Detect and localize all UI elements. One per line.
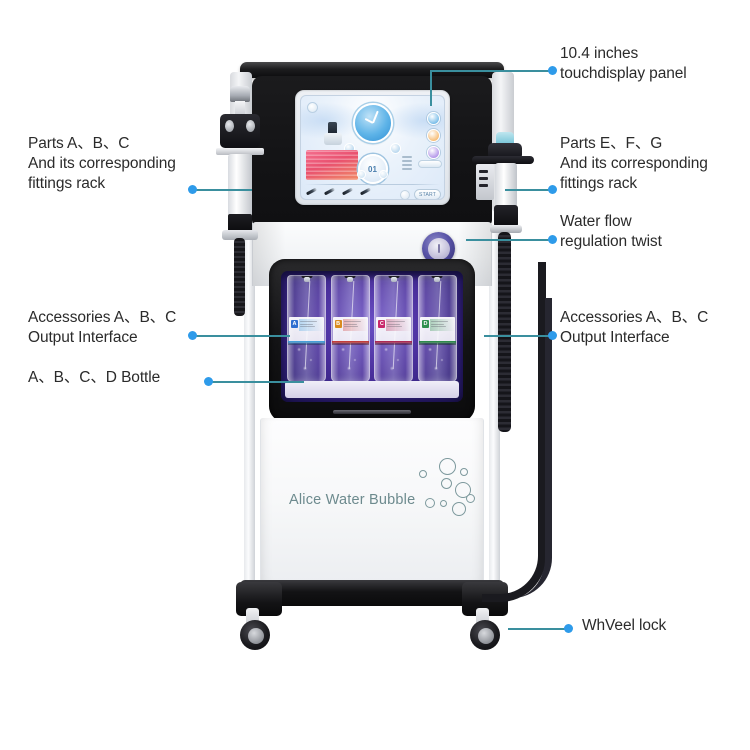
- compartment-handle[interactable]: [333, 410, 411, 414]
- leader-bottle-abcd: [212, 381, 304, 383]
- bottle-ring: [331, 340, 369, 345]
- base-foot-left: [236, 582, 282, 616]
- bottle-letter: D: [421, 319, 429, 328]
- bottle[interactable]: B: [330, 275, 370, 382]
- callout-touchdisplay-panel: 10.4 inches touchdisplay panel: [560, 45, 687, 82]
- bottle-label: A: [289, 316, 324, 343]
- compartment-top-shadow: [281, 271, 463, 281]
- left-fittings-rack: [244, 88, 255, 588]
- bottle-label: C: [376, 316, 412, 343]
- machine-base: [240, 580, 504, 606]
- knob-inner-dial[interactable]: [427, 237, 450, 260]
- tool-2-icon[interactable]: [323, 188, 336, 199]
- level-gauge-value: 01: [368, 164, 377, 174]
- bottle-label: D: [419, 316, 455, 343]
- dial-knob-right-icon[interactable]: [390, 143, 401, 154]
- power-toggle-icon[interactable]: [400, 190, 410, 199]
- bottle-compartment: A B: [269, 259, 475, 422]
- leader-accessories-left: [196, 335, 290, 337]
- machine-illustration: 01: [216, 62, 552, 650]
- callout-water-flow-twist: Water flow regulation twist: [560, 213, 662, 250]
- bottle-label-text: [343, 320, 365, 329]
- callout-accessories-output-left: Accessories A、B、C Output Interface: [28, 309, 177, 346]
- bubble-logo-icon: [419, 458, 477, 520]
- handpiece-left-group[interactable]: [214, 86, 270, 316]
- bottle-ring: [418, 340, 456, 345]
- bottle-compartment-interior: A B: [281, 271, 463, 402]
- bottle-label-text: [430, 320, 452, 329]
- gauge-increase-button[interactable]: [379, 170, 388, 179]
- bottle-ring: [288, 340, 325, 345]
- callout-parts-abc-rack: Parts A、B、C And its corresponding fittin…: [28, 135, 176, 192]
- tool-4-icon[interactable]: [359, 188, 372, 199]
- dot-bottle-abcd: [204, 377, 213, 386]
- mode-orange-icon[interactable]: [427, 129, 440, 142]
- right-cable-secondary: [496, 298, 552, 598]
- bottle-label-tint: [429, 318, 455, 331]
- bottle-letter: B: [334, 319, 342, 328]
- bottle-ring: [375, 340, 413, 345]
- callout-parts-efg-rack: Parts E、F、G And its corresponding fittin…: [560, 135, 708, 192]
- leader-parts-efg: [505, 189, 553, 191]
- leader-touchdisplay-h: [430, 70, 552, 72]
- bottle[interactable]: A: [287, 275, 326, 382]
- tool-1-icon[interactable]: [305, 188, 318, 199]
- bottle-label-text: [300, 320, 321, 329]
- bottle-label-text: [387, 320, 408, 329]
- bottle-label-tint: [386, 318, 412, 331]
- dot-parts-efg: [548, 185, 557, 194]
- top-cap: [240, 62, 504, 78]
- mode-icon-group[interactable]: [427, 112, 440, 163]
- bottle-label-tint: [342, 318, 368, 331]
- callout-accessories-output-right: Accessories A、B、C Output Interface: [560, 309, 709, 346]
- tool-3-icon[interactable]: [341, 188, 354, 199]
- screen-divider: [305, 184, 440, 185]
- gauge-decrease-button[interactable]: [357, 170, 366, 179]
- device-thumbnail: [323, 122, 343, 148]
- mode-violet-icon[interactable]: [427, 146, 440, 159]
- clock-dial-icon: [352, 103, 393, 143]
- leader-wheel-lock: [508, 628, 570, 630]
- bottle-label-tint: [299, 318, 324, 331]
- touchdisplay-panel[interactable]: 01: [295, 90, 450, 205]
- bottle-label: B: [332, 316, 368, 343]
- caster-wheel-left[interactable]: [240, 608, 274, 650]
- dot-water-flow: [548, 235, 557, 244]
- dot-accessories-left: [188, 331, 197, 340]
- dot-parts-abc: [188, 185, 197, 194]
- leader-accessories-right: [484, 335, 554, 337]
- callout-wheel-lock: WhVeel lock: [582, 617, 667, 634]
- signal-bars-icon: [402, 156, 412, 172]
- leader-water-flow: [466, 239, 554, 241]
- lower-body-panel: Alice Water Bubble: [260, 418, 484, 583]
- dot-wheel-lock: [564, 624, 573, 633]
- treatment-photo: [306, 150, 358, 180]
- bottle-row: A B: [287, 275, 457, 382]
- bottle-shelf: [285, 381, 459, 398]
- bottle[interactable]: C: [374, 275, 414, 382]
- tool-selector-row[interactable]: [305, 188, 372, 199]
- caster-wheel-right[interactable]: [470, 608, 504, 650]
- dot-accessories-right: [548, 331, 557, 340]
- brand-logo-text: Alice Water Bubble: [289, 492, 416, 508]
- bottle-letter: C: [378, 319, 386, 328]
- mode-select-button[interactable]: [418, 160, 442, 168]
- bottle-letter: A: [291, 319, 298, 328]
- screen-ui[interactable]: 01: [300, 95, 445, 200]
- leader-touchdisplay-v: [430, 70, 432, 106]
- right-cable: [482, 262, 546, 602]
- callout-bottle-abcd: A、B、C、D Bottle: [28, 369, 161, 386]
- user-icon[interactable]: [307, 102, 318, 113]
- start-button-label: START: [419, 191, 436, 198]
- mode-blue-icon[interactable]: [427, 112, 440, 125]
- dot-touchdisplay: [548, 66, 557, 75]
- bottle[interactable]: D: [417, 275, 457, 382]
- level-gauge: 01: [357, 154, 388, 184]
- right-fittings-rack: [489, 88, 500, 588]
- start-button[interactable]: START: [414, 189, 441, 199]
- leader-parts-abc: [196, 189, 252, 191]
